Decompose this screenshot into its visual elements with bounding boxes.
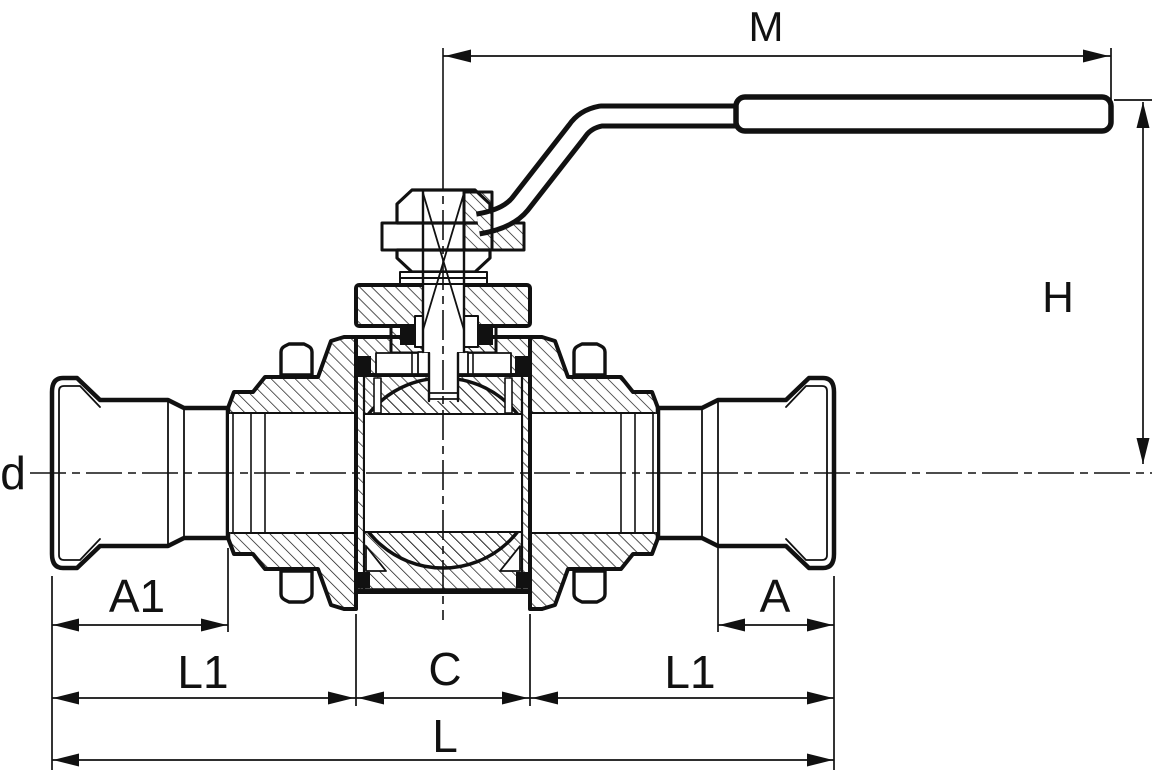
handle: [462, 94, 1114, 252]
l-arrow-right: [807, 753, 833, 767]
l1-left-arrow-left: [53, 691, 79, 705]
body-nut-top-right: [572, 342, 607, 377]
c-arrow-right: [502, 691, 528, 705]
l1-right-arrow-left: [532, 691, 558, 705]
body-seal-top-right: [515, 356, 529, 374]
label-A: A: [760, 570, 791, 622]
h-arrow-up: [1136, 102, 1150, 128]
stem-seal-left: [400, 325, 415, 345]
flow-bore-left: [229, 412, 357, 534]
handle-grip: [733, 94, 1114, 134]
a1-arrow-right: [201, 618, 227, 632]
l1-right-arrow-right: [807, 691, 833, 705]
dimension-C: [356, 614, 531, 706]
seat-bottom-left: [365, 545, 387, 572]
seat-top-left: [373, 377, 382, 414]
label-M: M: [749, 3, 784, 50]
label-d: d: [0, 447, 26, 499]
body-nut-top-left: [279, 342, 314, 377]
label-C: C: [428, 643, 461, 695]
l1-left-arrow-right: [328, 691, 354, 705]
dimension-L1-right: [530, 691, 834, 705]
seat-top-right: [504, 377, 513, 414]
dimension-L1-left: [52, 614, 357, 706]
dimension-L: [52, 753, 834, 767]
dimension-A: [717, 548, 834, 632]
m-arrow-left: [445, 49, 471, 63]
h-arrow-down: [1136, 438, 1150, 464]
label-L: L: [432, 710, 458, 762]
body-seal-bottom-right: [516, 572, 530, 588]
handle-section-cut: [462, 190, 494, 252]
dimension-M: [443, 48, 1112, 100]
dimension-H: [1114, 99, 1152, 464]
l-arrow-left: [53, 753, 79, 767]
body-nut-bottom-left: [279, 569, 314, 604]
seat-bottom-right: [499, 545, 521, 572]
label-A1: A1: [109, 570, 165, 622]
label-H: H: [1042, 273, 1074, 322]
handle-bar-core: [476, 108, 744, 232]
body-nut-bottom-right: [572, 569, 607, 604]
m-arrow-right: [1083, 49, 1109, 63]
a-arrow-left: [719, 618, 745, 632]
label-L1-left: L1: [177, 646, 228, 698]
body-seal-top-left: [357, 356, 371, 374]
a-arrow-right: [807, 618, 833, 632]
a1-arrow-left: [53, 618, 79, 632]
label-L1-right: L1: [664, 646, 715, 698]
dimension-A1: [52, 548, 229, 632]
body-seal-bottom-left: [356, 572, 370, 588]
c-arrow-left: [358, 691, 384, 705]
stem-seal-right: [478, 325, 493, 345]
